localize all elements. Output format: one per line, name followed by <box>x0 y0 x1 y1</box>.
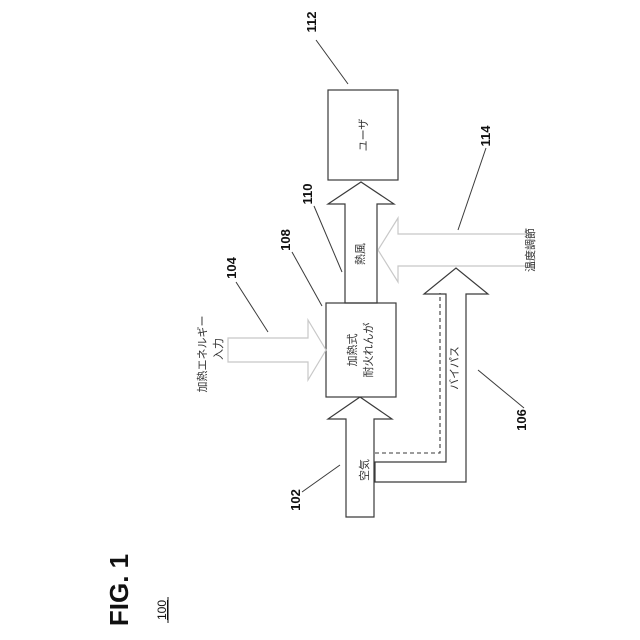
leader-104 <box>236 282 268 332</box>
bypass-label: バイパス <box>448 346 461 390</box>
air-inlet-arrow <box>328 397 392 517</box>
ref-106: 106 <box>514 409 529 431</box>
ref-110: 110 <box>300 184 315 205</box>
leader-106 <box>478 370 524 408</box>
ref-114: 114 <box>478 125 493 147</box>
leader-102 <box>302 465 340 492</box>
heater-label-line2: 耐火れんが <box>361 323 375 378</box>
ref-108: 108 <box>278 229 293 251</box>
figure-title: FIG. 1 <box>104 554 134 626</box>
temperature-control-label: 温度調節 <box>523 228 537 272</box>
heater-label-line1: 加熱式 <box>346 334 359 367</box>
air-label: 空気 <box>357 459 371 481</box>
ref-112: 112 <box>304 12 319 33</box>
hot-air-label: 熱風 <box>354 243 367 265</box>
energy-label-line1: 加熱エネルギー <box>196 316 209 393</box>
ref-104: 104 <box>224 256 239 278</box>
heated-refractory-brick-box <box>326 303 396 397</box>
user-label: ユーザ <box>357 119 370 152</box>
leader-110 <box>314 206 342 272</box>
heating-energy-arrow <box>228 320 326 380</box>
hot-air-arrow <box>328 182 394 303</box>
temperature-control-arrow <box>378 218 530 282</box>
leader-108 <box>292 252 322 306</box>
leader-112 <box>316 40 348 84</box>
energy-label-line2: 入力 <box>212 338 225 360</box>
figure-number: 100 <box>155 600 169 620</box>
leader-114 <box>458 148 486 230</box>
ref-102: 102 <box>288 489 303 511</box>
